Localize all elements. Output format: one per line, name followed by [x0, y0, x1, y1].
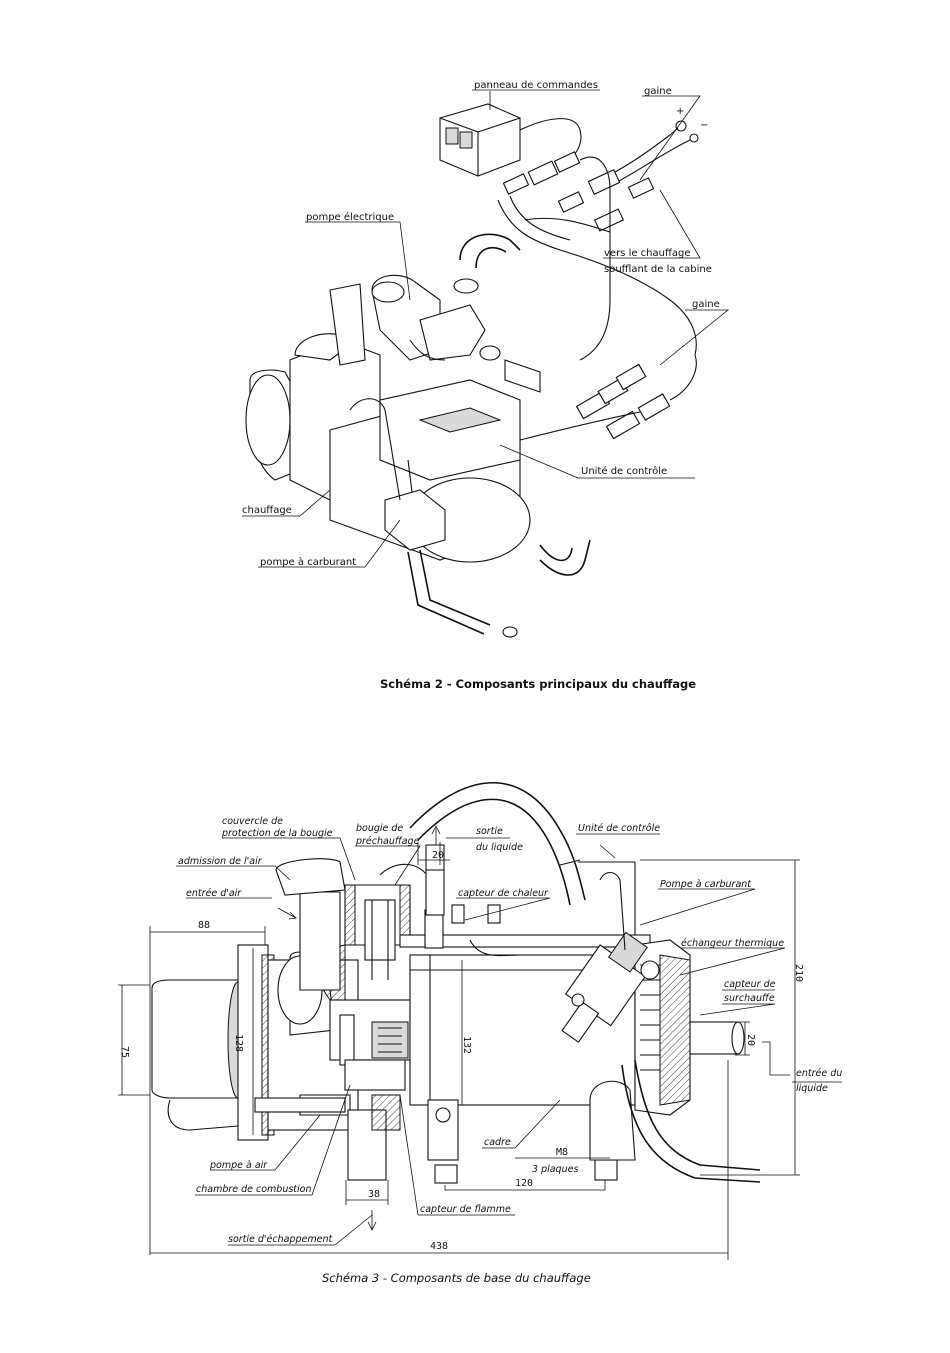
label-fuel-pump-3: Pompe à carburant: [660, 879, 752, 890]
label-heater: chauffage: [242, 505, 292, 516]
schema-2-labels: panneau de commandes gaine pompe électri…: [242, 80, 720, 691]
label-sheath-mid: gaine: [692, 299, 720, 310]
caption-schema-3: Schéma 3 - Composants de base du chauffa…: [322, 1271, 591, 1285]
label-heat-sensor: capteur de chaleur: [458, 888, 549, 899]
schema-3-dimensions: [118, 825, 800, 1260]
label-liquid-in-2: liquide: [796, 1083, 828, 1094]
dim-438: 438: [430, 1241, 448, 1252]
dim-128: 128: [233, 1034, 244, 1052]
cable-loop-drawing: [579, 156, 611, 361]
label-control-unit-2: Unité de contrôle: [581, 465, 667, 477]
fuel-pump-drawing: [349, 398, 518, 638]
dim-120: 120: [515, 1178, 533, 1189]
label-to-cabin-heater-1: vers le chauffage: [604, 248, 691, 259]
label-air-inlet: entrée d'air: [186, 888, 242, 899]
terminal-plus-label: +: [676, 106, 684, 117]
label-control-unit-3: Unité de contrôle: [578, 823, 660, 834]
label-overheat-sensor-1: capteur de: [724, 979, 776, 990]
heater-body-drawing: [245, 283, 531, 563]
housing-drawing: [237, 781, 761, 1184]
label-liquid-out-2: du liquide: [476, 842, 523, 853]
dim-20-top: 20: [432, 850, 444, 861]
label-three-plates: 3 plaques: [532, 1164, 578, 1175]
label-air-intake: admission de l'air: [178, 856, 263, 867]
hoses-drawing: [453, 233, 591, 576]
label-liquid-in-1: entrée du: [796, 1068, 842, 1079]
label-liquid-out-1: sortie: [476, 826, 503, 837]
connectors-right-drawing: [519, 354, 697, 441]
terminal-minus-label: −: [700, 120, 708, 131]
label-exhaust-out: sortie d'échappement: [228, 1234, 333, 1245]
caption-schema-2: Schéma 2 - Composants principaux du chau…: [380, 677, 696, 691]
label-overheat-sensor-2: surchauffe: [724, 993, 775, 1004]
label-to-cabin-heater-2: soufflant de la cabine: [604, 264, 712, 275]
label-plug-cover-2: protection de la bougie: [221, 828, 333, 839]
dim-20-right: 20: [745, 1034, 756, 1046]
control-panel-drawing: [439, 103, 582, 177]
connectors-top-drawing: [497, 151, 697, 356]
label-air-pump: pompe à air: [209, 1160, 268, 1171]
dim-210: 210: [793, 964, 804, 982]
label-glow-plug-2: préchauffage: [355, 836, 420, 847]
schema-3-leaders: [176, 833, 842, 1246]
schema-2-leaders: [242, 89, 730, 568]
label-plug-cover-1: couvercle de: [222, 816, 283, 827]
dim-38: 38: [368, 1189, 380, 1200]
label-fuel-pump-2: pompe à carburant: [260, 556, 356, 568]
air-pump-motor-drawing: [151, 979, 251, 1131]
label-control-panel: panneau de commandes: [474, 80, 598, 91]
dim-88: 88: [198, 920, 210, 931]
schema-3-drawing: [151, 781, 761, 1184]
label-glow-plug-1: bougie de: [356, 823, 403, 834]
schema-2-drawing: + −: [245, 103, 708, 638]
schema-3-labels: couvercle de protection de la bougie bou…: [119, 816, 842, 1285]
dim-75: 75: [119, 1046, 130, 1058]
label-frame: cadre: [484, 1137, 511, 1148]
label-electric-pump: pompe électrique: [306, 211, 394, 223]
label-heat-exchanger: échangeur thermique: [681, 938, 784, 949]
label-combustion-chamber: chambre de combustion: [196, 1184, 312, 1195]
dim-m8: M8: [556, 1147, 568, 1158]
dim-132: 132: [461, 1036, 472, 1054]
label-sheath-top: gaine: [644, 86, 672, 97]
electric-pump-drawing: [371, 274, 501, 361]
label-flame-sensor: capteur de flamme: [420, 1204, 511, 1215]
